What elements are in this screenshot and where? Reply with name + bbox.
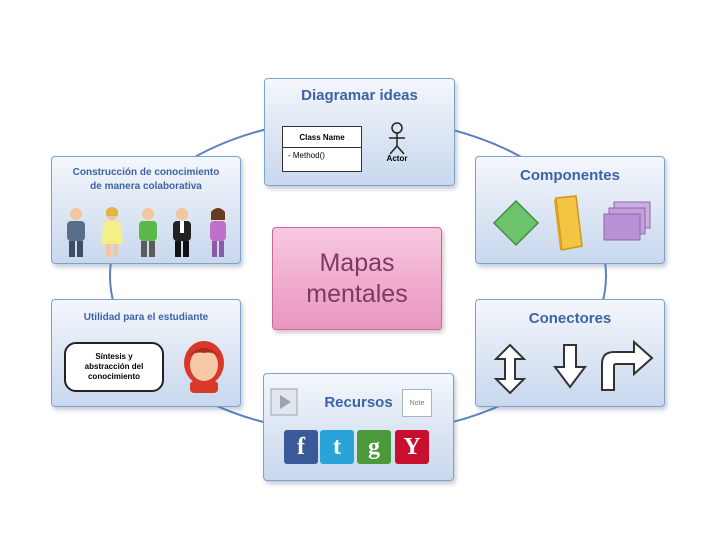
uml-method: - Method() xyxy=(288,151,325,160)
diamond-icon xyxy=(492,199,540,247)
central-topic-mapas-mentales[interactable]: Mapas mentales xyxy=(272,227,442,330)
double-arrow-icon xyxy=(494,343,526,395)
person-3-icon xyxy=(139,208,157,257)
person-4-icon xyxy=(173,208,191,257)
bubble-text: Síntesis y abstracción del conocimiento xyxy=(84,352,144,381)
turn-right-arrow-icon xyxy=(601,339,654,391)
twitter-letter: t xyxy=(333,433,341,460)
student-face-icon xyxy=(184,341,224,393)
person-5-icon xyxy=(210,208,226,257)
stacked-cards-icon xyxy=(603,201,651,241)
uml-class-name: Class Name xyxy=(283,127,361,148)
folder-icon xyxy=(554,195,583,251)
node-title: Diagramar ideas xyxy=(301,87,418,104)
note-icon-text: Note xyxy=(409,399,425,407)
facebook-letter: f xyxy=(297,433,305,460)
person-2-icon xyxy=(101,207,123,257)
twitter-icon[interactable]: t xyxy=(320,430,354,464)
node-title: Conectores xyxy=(528,310,612,327)
person-1-icon xyxy=(67,208,85,257)
yahoo-icon[interactable]: Y xyxy=(395,430,429,464)
central-topic-label: Mapas mentales xyxy=(306,248,408,308)
google-letter: g xyxy=(368,433,380,460)
yahoo-letter: Y xyxy=(403,433,421,460)
node-title: Utilidad para el estudiante xyxy=(83,312,209,323)
node-title: Construcción de conocimiento de manera c… xyxy=(72,167,220,192)
node-title: Recursos xyxy=(324,394,393,411)
speech-bubble: Síntesis y abstracción del conocimiento xyxy=(64,342,164,392)
node-title: Componentes xyxy=(519,167,620,184)
uml-class-box: Class Name - Method() xyxy=(282,126,362,172)
actor-icon xyxy=(389,122,405,155)
play-video-icon xyxy=(270,388,298,416)
actor-label: Actor xyxy=(386,154,408,163)
facebook-icon[interactable]: f xyxy=(284,430,318,464)
google-icon[interactable]: g xyxy=(357,430,391,464)
down-arrow-icon xyxy=(553,344,587,389)
note-icon: Note xyxy=(402,389,432,417)
